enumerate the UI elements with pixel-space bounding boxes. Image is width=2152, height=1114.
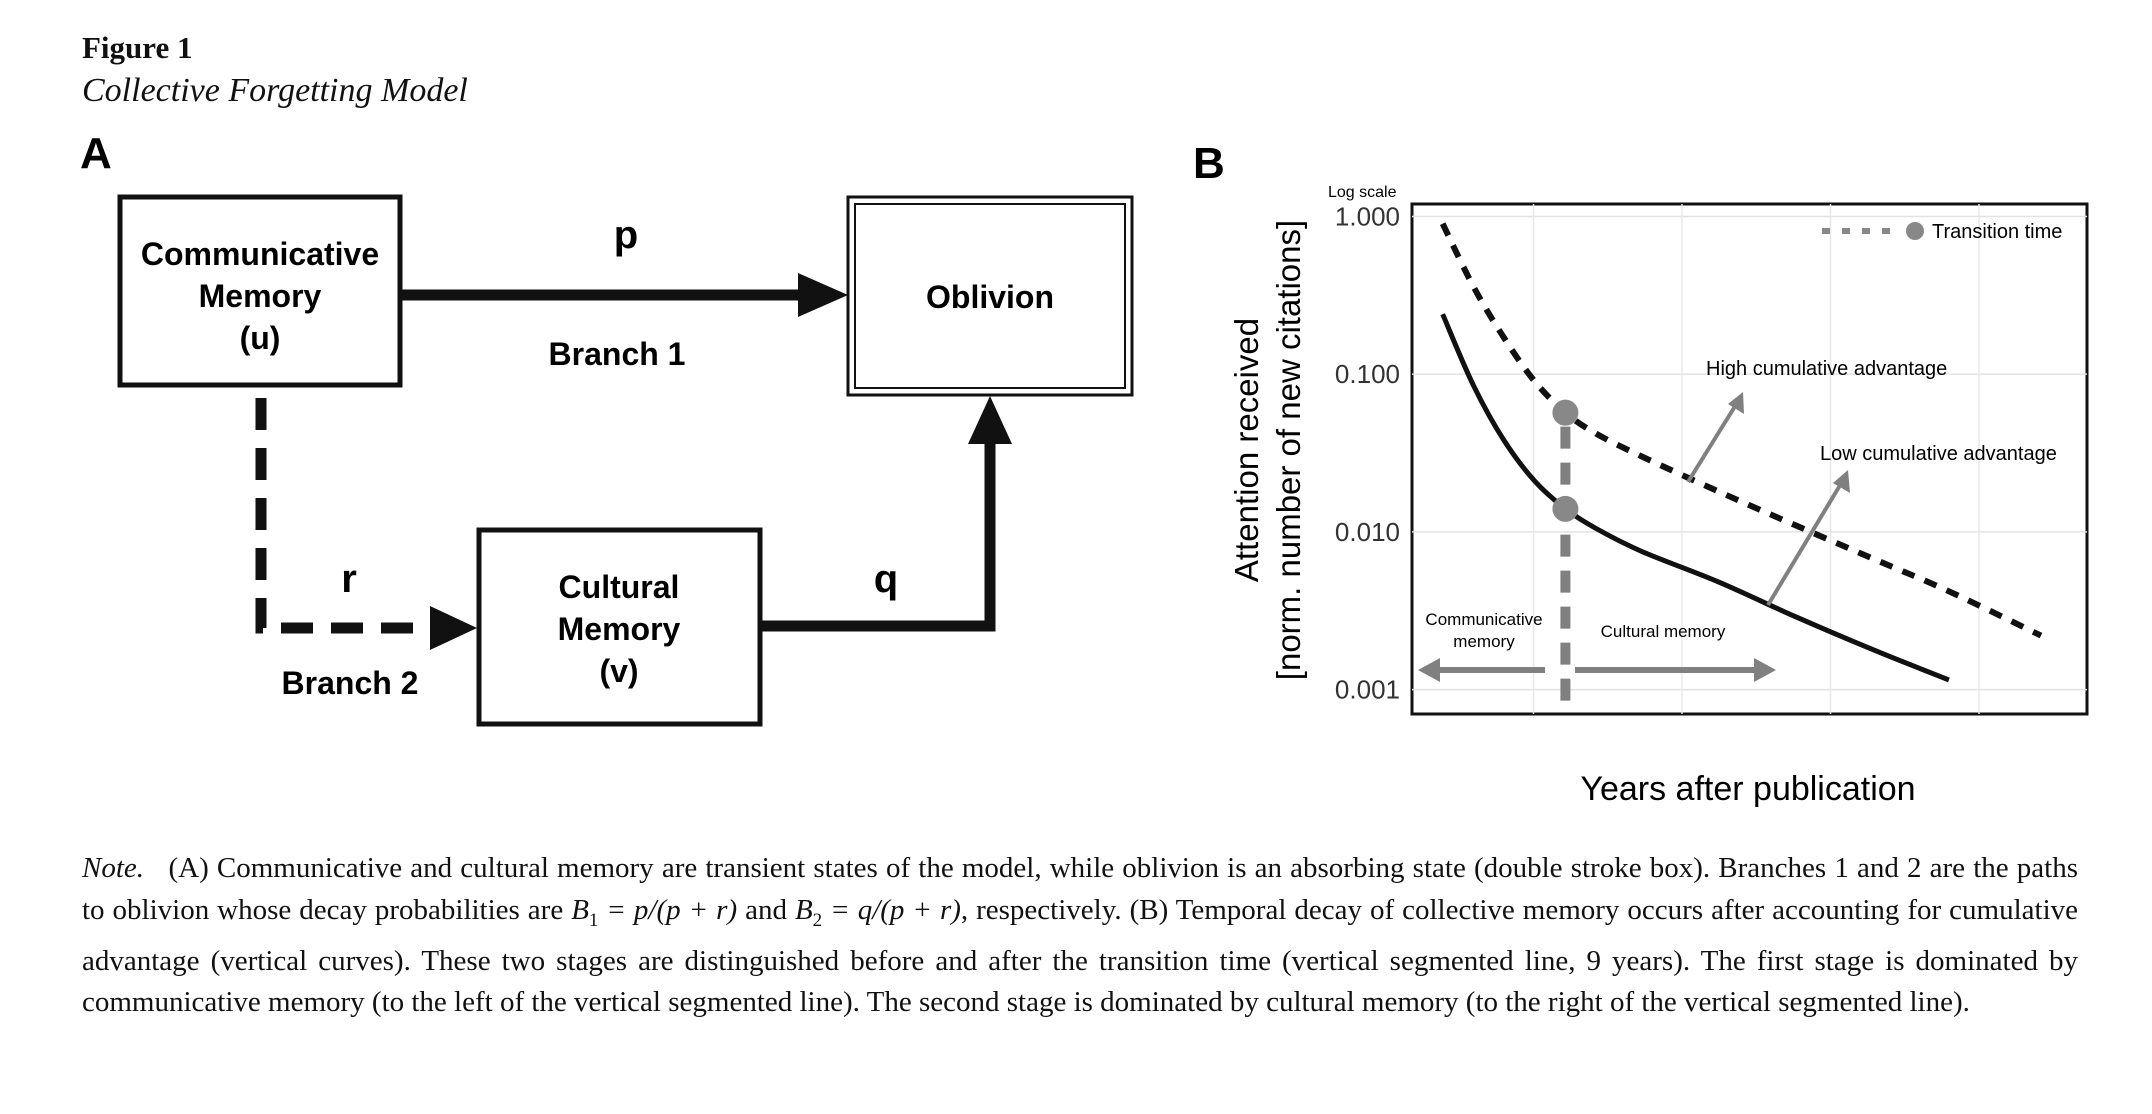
- note-b1: B: [571, 893, 589, 926]
- plot-frame: [1410, 202, 2089, 716]
- high-annotation-arrow: [1686, 401, 1739, 484]
- y-axis-label-line2: [norm. number of new citations]: [1270, 220, 1307, 680]
- transition-point-high: [1552, 399, 1579, 426]
- gridlines: [1412, 204, 2087, 714]
- branch2-label: Branch 2: [282, 665, 419, 701]
- cultural-memory-box: [476, 527, 763, 727]
- transition-point-low: [1552, 495, 1579, 522]
- q-arrow-line: [760, 440, 996, 632]
- y-tick-label: 1.000: [1335, 201, 1400, 231]
- note-b2-eq: = q/(p + r): [822, 893, 961, 926]
- branch1-arrowhead: [798, 273, 848, 317]
- r-label: r: [341, 557, 357, 601]
- oblivion-box-inner: [854, 203, 1126, 389]
- cultural-line3: (v): [599, 653, 638, 689]
- q-label: q: [874, 557, 898, 601]
- y-tick-label: 0.010: [1335, 517, 1400, 547]
- cultural-line2: Memory: [558, 611, 681, 647]
- q-arrowhead: [968, 396, 1012, 444]
- note-sentence-b: , respectively. (B) Temporal decay of co…: [82, 893, 2079, 1019]
- legend-marker: [1906, 222, 1924, 240]
- communicative-memory-line1: Communicative: [1425, 610, 1542, 629]
- panel-b-letter: B: [1193, 139, 1225, 188]
- p-label: p: [614, 213, 638, 257]
- communicative-memory-line2: memory: [1453, 632, 1515, 651]
- low-annotation-arrow: [1766, 480, 1844, 607]
- panel-a: A Communicative Memory (u) Oblivion Cult…: [80, 129, 1134, 727]
- figure-label: Figure 1: [82, 30, 193, 65]
- panel-b: B Log scale Attention received [norm. nu…: [1193, 139, 2089, 808]
- note-b1-sub: 1: [588, 909, 599, 931]
- x-axis-label: Years after publication: [1580, 770, 1915, 808]
- note-sentence-a: (A) Communicative and cultural memory ar…: [82, 852, 2078, 926]
- cultural-line1: Cultural: [559, 569, 680, 605]
- branch1-label: Branch 1: [549, 336, 686, 372]
- note-b2-sub: 2: [812, 909, 823, 931]
- legend-label: Transition time: [1932, 221, 2062, 243]
- log-scale-label: Log scale: [1328, 184, 1397, 201]
- communicative-line2: Memory: [199, 278, 322, 314]
- branch2-arrowhead: [430, 606, 477, 650]
- oblivion-label: Oblivion: [926, 279, 1054, 315]
- figure-note: Note. (A) Communicative and cultural mem…: [82, 848, 2078, 1024]
- note-lead: Note.: [82, 852, 145, 884]
- high-cumulative-label: High cumulative advantage: [1706, 358, 1947, 380]
- y-tick-label: 0.100: [1335, 359, 1400, 389]
- branch2-dashed-line: [255, 398, 440, 634]
- note-and: and: [737, 893, 795, 926]
- communicative-line1: Communicative: [141, 236, 379, 272]
- note-b1-eq: = p/(p + r): [598, 893, 738, 926]
- low-cumulative-curve: [1440, 313, 1950, 683]
- figure-title: Collective Forgetting Model: [82, 72, 468, 109]
- cultural-memory-label: Cultural memory: [1601, 622, 1726, 641]
- y-tick-label: 0.001: [1335, 675, 1400, 705]
- high-cumulative-curve: [1440, 222, 2043, 639]
- low-cumulative-label: Low cumulative advantage: [1820, 443, 2057, 465]
- panel-a-letter: A: [80, 129, 112, 178]
- low-annotation-arrowhead: [1833, 470, 1850, 493]
- high-annotation-arrowhead: [1728, 392, 1744, 414]
- y-axis-label-line1: Attention received: [1228, 318, 1265, 582]
- cultural-stage-arrowhead: [1754, 658, 1776, 682]
- communicative-stage-arrowhead: [1418, 658, 1440, 682]
- note-b2: B: [794, 893, 813, 926]
- oblivion-box-outer: [846, 195, 1134, 397]
- y-ticks: 0.001 0.010 0.100 1.000: [1335, 201, 1400, 704]
- communicative-line3: (u): [240, 320, 281, 356]
